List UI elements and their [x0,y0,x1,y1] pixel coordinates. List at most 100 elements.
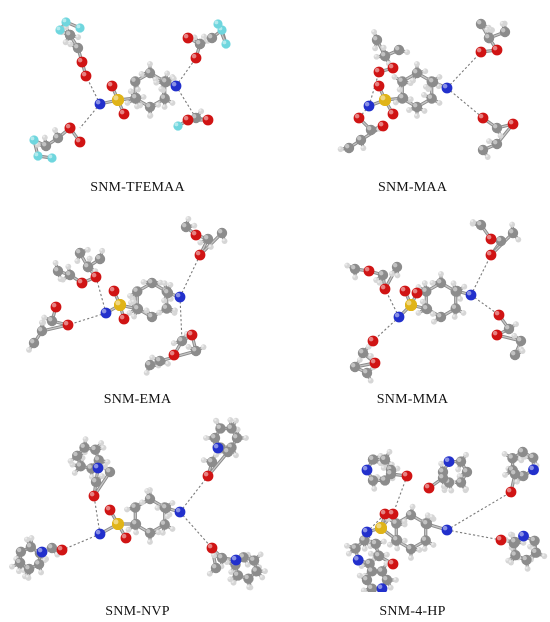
hydrogen-atom-icon [228,569,235,576]
hydrogen-bond-line [179,296,183,342]
hydrogen-atom-icon [380,465,387,471]
hydrogen-atom-icon [16,568,22,575]
hydrogen-atom-icon [416,547,423,553]
structure-snm-nvp [9,417,268,591]
carbon-atom-icon [64,269,76,281]
carbon-atom-icon [190,345,202,357]
hydrogen-bond-line [372,316,400,342]
carbon-atom-icon [215,423,226,434]
hydrogen-atom-icon [161,280,168,287]
carbon-atom-icon [437,472,449,484]
hydrogen-atom-icon [98,440,105,446]
hydrogen-atom-icon [404,49,411,56]
nitrogen-atom-icon [92,462,104,474]
carbon-atom-icon [405,543,417,555]
hydrogen-atom-icon [387,541,393,548]
oxygen-atom-icon [363,265,375,277]
oxygen-atom-icon [411,287,423,299]
hydrogen-atom-icon [200,344,207,351]
hydrogen-atom-icon [259,574,266,581]
hydrogen-atom-icon [246,584,253,591]
panel-caption: SNM-TFEMAA [90,180,185,195]
carbon-atom-icon [25,541,37,553]
carbon-atom-icon [517,446,528,458]
hydrogen-atom-icon [127,293,133,299]
hydrogen-atom-icon [499,20,506,27]
carbon-atom-icon [427,76,439,88]
carbon-atom-icon [499,26,511,38]
hydrogen-bond-line [179,475,209,513]
structure-snm-maa [337,18,519,160]
hydrogen-atom-icon [233,452,239,459]
panel-caption: SNM-MAA [377,180,448,195]
hydrogen-atom-icon [147,112,154,119]
oxygen-atom-icon [379,508,391,520]
carbon-atom-icon [52,265,64,277]
hydrogen-atom-icon [200,457,207,464]
fluorine-atom-icon [55,25,65,35]
structure-snm-tfemaa [29,17,231,163]
hydrogen-bond-line [392,475,408,515]
hydrogen-atom-icon [368,353,374,359]
hydrogen-atom-icon [409,503,416,510]
carbon-atom-icon [509,536,521,548]
hydrogen-bond-line [446,529,502,541]
hydrogen-atom-icon [28,535,35,541]
oxygen-atom-icon [387,62,399,74]
hydrogen-atom-icon [262,568,268,575]
structure-snm-ema [26,215,228,376]
hydrogen-atom-icon [124,506,130,513]
carbon-atom-icon [15,546,27,557]
hydrogen-atom-icon [159,529,166,536]
oxygen-atom-icon [202,114,214,126]
carbon-atom-icon [530,547,542,558]
carbon-atom-icon [371,34,383,46]
hydrogen-atom-icon [84,246,91,253]
carbon-atom-icon [361,574,373,586]
hydrogen-atom-icon [156,309,163,316]
sulfur-atom-icon [379,94,391,106]
carbon-atom-icon [393,44,405,56]
hydrogen-atom-icon [406,107,412,113]
carbon-atom-icon [366,583,378,592]
hydrogen-atom-icon [155,529,162,536]
hydrogen-atom-icon [211,552,217,559]
structure-snm-4-hp [344,446,548,592]
hydrogen-atom-icon [134,103,140,110]
panel-snm-ema: SNM-EMA [0,205,275,407]
carbon-atom-icon [251,566,262,577]
carbon-atom-icon [510,550,521,561]
hydrogen-bond-line [61,533,101,551]
sulfur-atom-icon [405,299,417,311]
hydrogen-atom-icon [57,276,64,283]
hydrogen-atom-icon [52,259,59,266]
hydrogen-atom-icon [392,99,399,106]
hydrogen-atom-icon [484,154,491,160]
sulfur-atom-icon [114,299,126,311]
hydrogen-atom-icon [38,319,45,326]
hydrogen-atom-icon [408,555,414,561]
carbon-atom-icon [411,67,423,79]
nitrogen-atom-icon [174,291,186,303]
carbon-atom-icon [477,144,489,156]
hydrogen-atom-icon [509,221,516,228]
hydrogen-atom-icon [470,219,476,225]
nitrogen-atom-icon [361,526,373,538]
carbon-atom-icon [397,92,409,104]
hydrogen-atom-icon [143,307,150,314]
carbon-atom-icon [209,432,221,444]
hydrogen-atom-icon [430,542,437,548]
sulfur-atom-icon [112,94,124,106]
hydrogen-atom-icon [26,347,32,353]
carbon-atom-icon [206,456,218,468]
hydrogen-atom-icon [448,487,455,494]
carbon-atom-icon [28,337,40,349]
hydrogen-atom-icon [244,561,251,568]
carbon-atom-icon [46,542,58,554]
carbon-atom-icon [64,29,76,41]
carbon-atom-icon [359,535,370,546]
carbon-atom-icon [194,38,206,50]
nitrogen-atom-icon [361,464,373,476]
hydrogen-atom-icon [124,100,131,106]
